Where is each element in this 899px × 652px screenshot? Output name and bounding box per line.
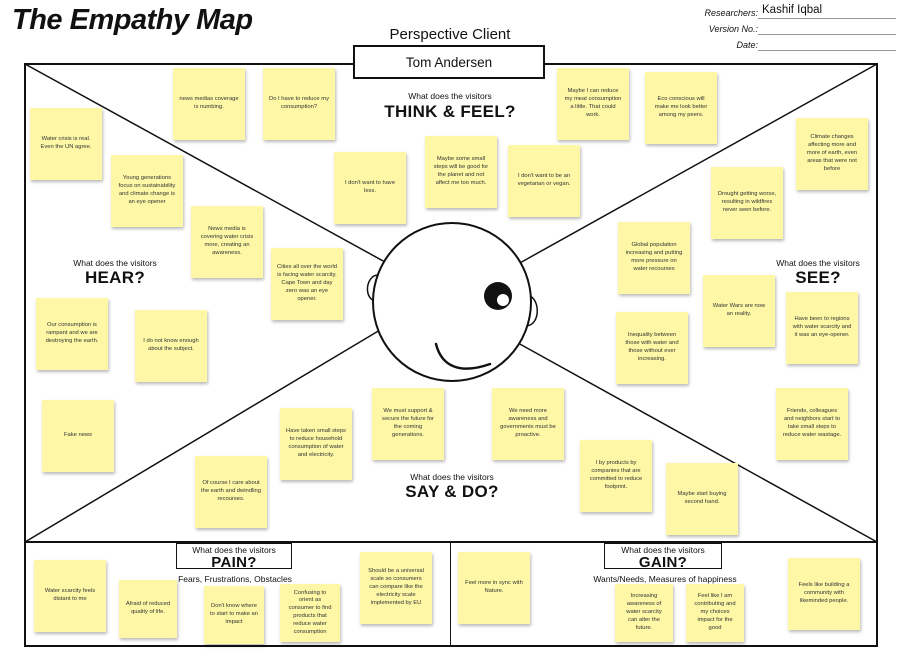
sticky-note: Afraid of reduced quality of life. (119, 580, 177, 638)
sticky-note: Inequality between those with water and … (616, 312, 688, 384)
pain-prefix: What does the visitors (192, 545, 276, 555)
version-label: Version No.: (708, 24, 758, 34)
researchers-label: Researchers: (704, 8, 758, 18)
pain-title: PAIN? (211, 554, 257, 571)
gain-subtitle: Wants/Needs, Measures of happiness (593, 574, 737, 584)
sticky-note: Have taken small steps to reduce househo… (280, 408, 352, 480)
sticky-note: We must support & secure the future for … (372, 388, 444, 460)
sticky-note: Fake news (42, 400, 114, 472)
hear-title: HEAR? (84, 268, 146, 287)
sticky-note: News media is covering water crisis more… (191, 206, 263, 278)
perspective-name: Tom Andersen (405, 54, 493, 70)
say-prefix: What does the visitors (410, 472, 494, 482)
sticky-note: Don't know where to start to make an imp… (204, 586, 264, 644)
version-line (758, 34, 896, 35)
sticky-note: We need more awareness and governments m… (492, 388, 564, 460)
sticky-note: Increasing awareness of water scarcity c… (615, 584, 673, 642)
sticky-note: Do I have to reduce my consumption? (263, 68, 335, 140)
sticky-note: Young generations focus on sustainabilit… (111, 155, 183, 227)
think-prefix: What does the visitors (408, 91, 492, 101)
sticky-note: Drought getting worse, resulting in wild… (711, 167, 783, 239)
perspective-label: Perspective Client (389, 26, 511, 43)
gain-prefix: What does the visitors (621, 545, 705, 555)
date-line (758, 50, 896, 51)
sticky-note: Should be a universal scale so consumers… (360, 552, 432, 624)
sticky-note: Friends, colleagues and neighbors start … (776, 388, 848, 460)
pain-heading-box: What does the visitors PAIN? (176, 543, 292, 571)
sticky-note: Water Wars are now an reality. (703, 275, 775, 347)
sticky-note: I don't want to have less. (334, 152, 406, 224)
researchers-value: Kashif Iqbal (762, 4, 823, 16)
sticky-note: Maybe start buying second hand. (666, 463, 738, 535)
sticky-note: Water scarcity feels distant to me (34, 560, 106, 632)
pain-subtitle: Fears, Frustrations, Obstacles (178, 574, 292, 584)
sticky-note: news medias coverage is numbing. (173, 68, 245, 140)
sticky-note: I by products by companies that are comm… (580, 440, 652, 512)
sticky-note: Confusing to orient as consumer to find … (280, 584, 340, 642)
sticky-note: Maybe I can reduce my meat consumption a… (557, 68, 629, 140)
pain-gain-divider (450, 543, 451, 647)
sticky-note: Of course I care about the earth and dwi… (195, 456, 267, 528)
sticky-note: Eco conscious will make me look better a… (645, 72, 717, 144)
sticky-note: I don't want to be an vegetarian or vega… (508, 145, 580, 217)
hear-prefix: What does the visitors (73, 258, 157, 268)
page-title: The Empathy Map (12, 4, 253, 36)
sticky-note: Feels like building a community with lik… (788, 558, 860, 630)
sticky-note: Have been to regions with water scarcity… (786, 292, 858, 364)
gain-title: GAIN? (638, 554, 688, 571)
gain-heading-box: What does the visitors GAIN? (604, 543, 722, 571)
say-title: SAY & DO? (405, 482, 499, 501)
see-title: SEE? (795, 268, 841, 287)
sticky-note: Climate changes affecting more and more … (796, 118, 868, 190)
sticky-note: I do not know enough about the subject. (135, 310, 207, 382)
date-label: Date: (736, 40, 758, 50)
perspective-name-box: Tom Andersen (353, 45, 545, 79)
sticky-note: Cities all over the world is facing wate… (271, 248, 343, 320)
sticky-note: Our consumption is rampant and we are de… (36, 298, 108, 370)
researchers-line (758, 18, 896, 19)
bottom-frame (24, 543, 878, 647)
see-prefix: What does the visitors (776, 258, 860, 268)
sticky-note: Maybe some small steps will be good for … (425, 136, 497, 208)
sticky-note: Global population increasing and putting… (618, 222, 690, 294)
sticky-note: Feel like I am contributing and my choic… (686, 584, 744, 642)
sticky-note: Water crisis is real. Even the UN agree. (30, 108, 102, 180)
sticky-note: Feel more in sync with Nature. (458, 552, 530, 624)
think-title: THINK & FEEL? (384, 102, 516, 121)
